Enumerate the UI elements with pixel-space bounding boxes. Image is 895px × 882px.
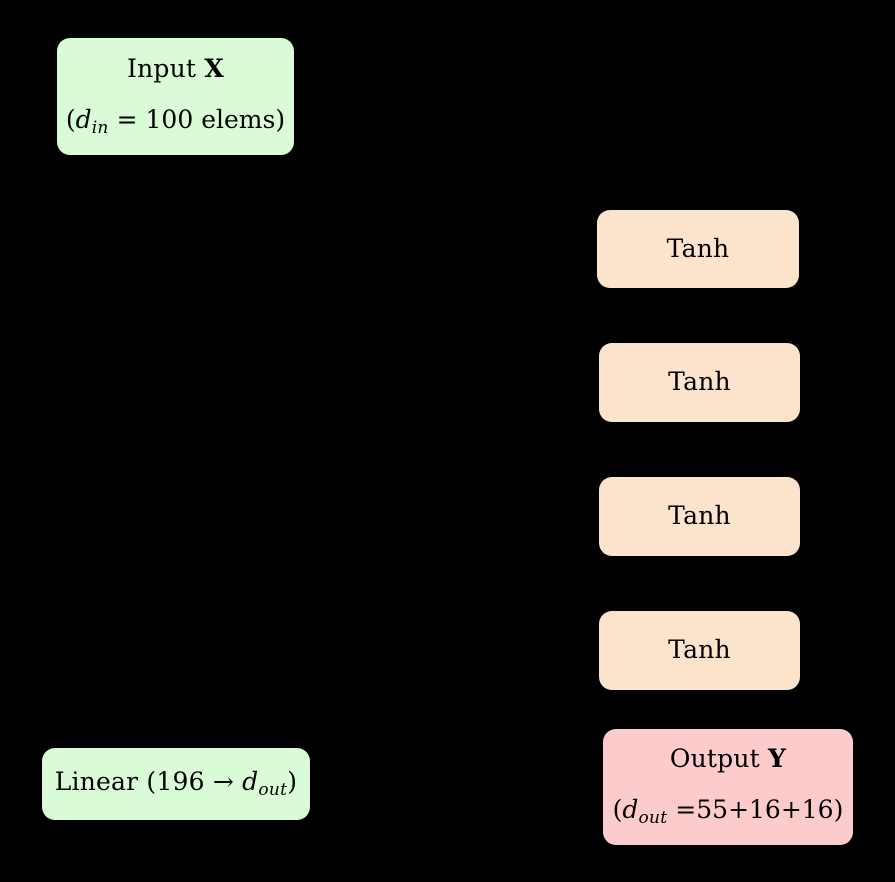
- node-tanh-1[interactable]: Tanh: [597, 210, 799, 288]
- node-tanh-4[interactable]: Tanh: [599, 611, 800, 690]
- dim-value: = 100 elems): [108, 104, 286, 134]
- arrowhead-icon: [188, 733, 203, 747]
- out-dim-var: d: [622, 795, 639, 825]
- node-input-x[interactable]: Input X (din = 100 elems): [57, 38, 294, 155]
- edge-into-linear: [188, 660, 203, 747]
- node-tanh-3-label: Tanh: [668, 501, 731, 531]
- node-tanh-2[interactable]: Tanh: [599, 343, 800, 422]
- linear-out-subscript: out: [258, 779, 288, 800]
- node-tanh-3[interactable]: Tanh: [599, 477, 800, 556]
- node-tanh-4-label: Tanh: [668, 635, 731, 665]
- dim-subscript: in: [91, 117, 109, 138]
- node-output-y[interactable]: Output Y (dout =55+16+16): [603, 729, 853, 845]
- node-linear-label: Linear (196 → dout): [54, 766, 298, 800]
- node-output-title-prefix: Output: [669, 744, 769, 774]
- node-tanh-2-label: Tanh: [668, 367, 731, 397]
- linear-prefix: Linear (196: [54, 766, 213, 796]
- node-output-title: Output Y: [670, 745, 786, 774]
- node-input-dimension: (din = 100 elems): [65, 104, 286, 138]
- out-dim-value: =55+16+16): [667, 795, 844, 825]
- out-paren-open: (: [612, 795, 623, 825]
- paren-open: (: [65, 104, 76, 134]
- node-input-title-prefix: Input: [127, 53, 205, 83]
- node-input-title-symbol: X: [204, 53, 224, 83]
- out-dim-subscript: out: [638, 807, 668, 828]
- node-input-title: Input X: [127, 53, 224, 84]
- node-tanh-1-label: Tanh: [666, 233, 730, 263]
- linear-suffix: ): [287, 766, 298, 796]
- right-arrow-icon: →: [212, 766, 234, 796]
- node-linear[interactable]: Linear (196 → dout): [42, 748, 310, 820]
- linear-mid: [234, 767, 242, 796]
- node-output-dimension: (dout =55+16+16): [612, 795, 844, 828]
- linear-out-var: d: [242, 766, 259, 796]
- dim-var: d: [75, 104, 92, 134]
- node-output-title-symbol: Y: [768, 744, 787, 774]
